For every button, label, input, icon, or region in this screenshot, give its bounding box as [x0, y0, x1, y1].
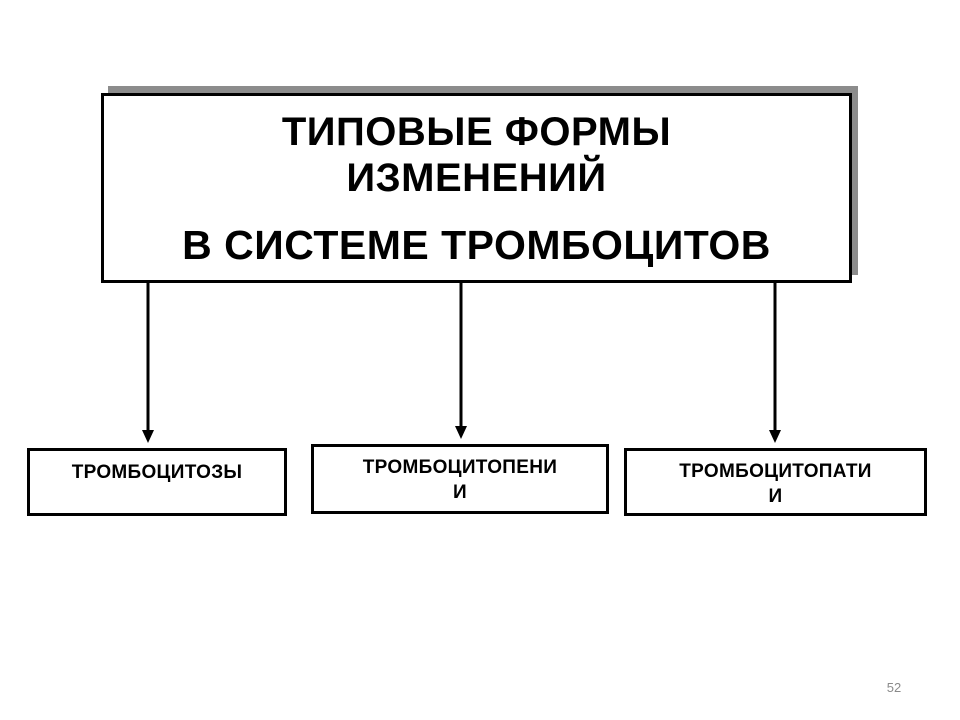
- category-label: ТРОМБОЦИТОЗЫ: [71, 462, 243, 483]
- category-label-line-1: ТРОМБОЦИТОПЕНИ: [362, 457, 558, 478]
- arrow-to-middle-box: [455, 280, 467, 439]
- page-number: 52: [886, 680, 902, 695]
- category-label-line-2: И: [768, 486, 783, 507]
- arrow-to-right-box: [769, 280, 781, 443]
- category-label-line-2: И: [453, 482, 467, 503]
- category-box-thrombocytopathy: ТРОМБОЦИТОПАТИ И: [624, 448, 927, 516]
- title-line-2: ИЗМЕНЕНИЙ: [346, 156, 607, 200]
- title-line-3: В СИСТЕМЕ ТРОМБОЦИТОВ: [182, 222, 771, 268]
- category-box-thrombocytopenia: ТРОМБОЦИТОПЕНИ И: [311, 444, 609, 514]
- category-box-thrombocytosis: ТРОМБОЦИТОЗЫ: [27, 448, 287, 516]
- title-line-1: ТИПОВЫЕ ФОРМЫ: [281, 110, 672, 154]
- arrow-to-left-box: [142, 280, 154, 443]
- category-label-line-1: ТРОМБОЦИТОПАТИ: [679, 461, 872, 482]
- title-box: ТИПОВЫЕ ФОРМЫ ИЗМЕНЕНИЙ В СИСТЕМЕ ТРОМБО…: [101, 93, 852, 283]
